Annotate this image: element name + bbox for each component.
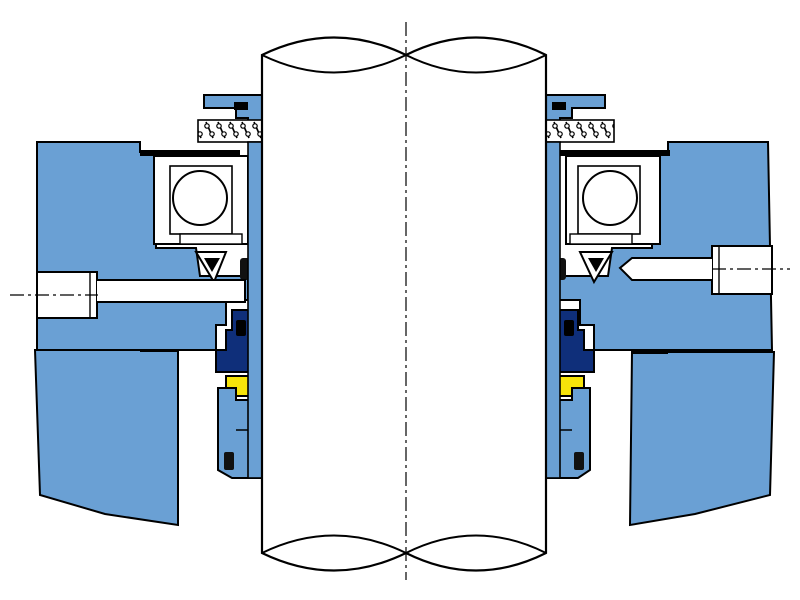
o-ring-icon	[564, 320, 574, 336]
bearing-right-bottom	[569, 233, 633, 245]
lower-housing	[33, 348, 776, 527]
shaft-sleeve-left	[247, 141, 263, 479]
retainer-plate-left	[140, 150, 240, 156]
bearing-left	[153, 155, 249, 245]
port-icon	[711, 245, 773, 295]
bearing-right	[565, 155, 661, 245]
o-ring-icon	[224, 452, 234, 470]
lip-seal-left-core	[204, 258, 220, 272]
bearing-left-bottom	[179, 233, 243, 245]
lip-seal-right-core	[588, 258, 604, 272]
lower-housing-right	[628, 351, 776, 527]
spring-right	[545, 119, 615, 143]
o-ring-icon	[236, 320, 246, 336]
spring-icon	[197, 119, 267, 143]
ball-icon	[172, 170, 228, 226]
lower-housing-left	[33, 349, 179, 527]
retainer-plate-right	[560, 150, 670, 156]
collar-left-screw-bracket	[234, 102, 248, 110]
spring-icon	[545, 119, 615, 143]
o-ring-icon	[574, 452, 584, 470]
port-right-bore	[618, 257, 712, 281]
spring-left	[197, 119, 267, 143]
port-right	[618, 245, 773, 295]
shaft-body	[260, 36, 548, 572]
port-left-bore	[97, 279, 246, 303]
collar-right-screw-bracket	[552, 102, 566, 110]
shaft-sleeve-right	[545, 141, 561, 479]
ball-icon	[582, 170, 638, 226]
shaft	[260, 36, 548, 572]
